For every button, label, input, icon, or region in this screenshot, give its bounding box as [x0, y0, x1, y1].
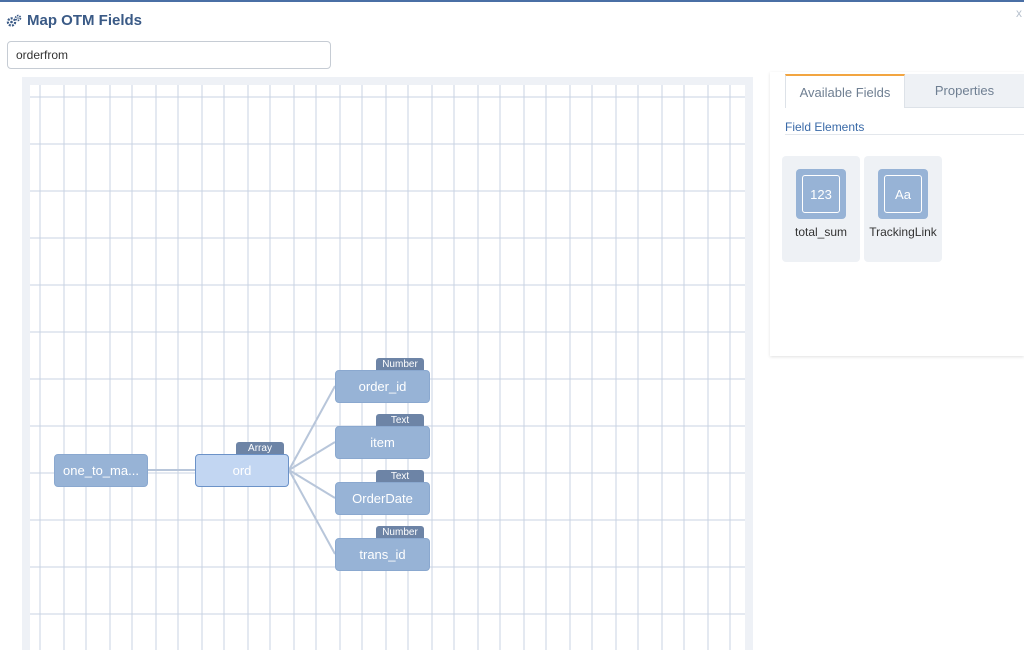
tab-available-fields[interactable]: Available Fields [785, 74, 905, 108]
child-node-trans-id[interactable]: trans_id [335, 538, 430, 571]
tab-properties[interactable]: Properties [905, 74, 1024, 108]
section-title: Field Elements [785, 120, 865, 134]
array-node-type-tag: Array [236, 442, 284, 455]
tab-label: Properties [934, 83, 995, 98]
child-node-item[interactable]: item [335, 426, 430, 459]
child-node-order-id[interactable]: order_id [335, 370, 430, 403]
child-node-type-tag: Text [376, 470, 424, 483]
close-icon[interactable]: x [1016, 6, 1022, 20]
connector-array-to-child [288, 469, 336, 499]
connector-array-to-child [288, 385, 336, 471]
side-panel: Available Fields Properties Field Elemen… [770, 72, 1024, 356]
section-divider [785, 134, 1024, 135]
child-node-type-tag: Number [376, 358, 424, 371]
root-node[interactable]: one_to_ma... [54, 454, 148, 487]
child-node-label: OrderDate [352, 491, 413, 506]
text-icon: Aa [878, 169, 928, 219]
field-label: TrackingLink [869, 225, 937, 239]
dialog-title: Map OTM Fields [27, 12, 143, 29]
child-node-label: order_id [358, 379, 407, 394]
window-top-border [0, 0, 1024, 2]
field-card-total-sum[interactable]: 123 total_sum [782, 156, 860, 262]
field-label: total_sum [794, 225, 848, 239]
root-node-label: one_to_ma... [63, 463, 139, 478]
search-input[interactable] [7, 41, 331, 69]
text-icon-glyph: Aa [884, 175, 922, 213]
child-node-type-tag: Number [376, 526, 424, 539]
field-card-trackinglink[interactable]: Aa TrackingLink [864, 156, 942, 262]
child-node-orderdate[interactable]: OrderDate [335, 482, 430, 515]
tab-label: Available Fields [799, 84, 891, 100]
dialog-header: Map OTM Fields [6, 12, 142, 29]
connector-array-to-child [288, 441, 336, 471]
connector-array-to-child [288, 469, 336, 555]
child-node-type-tag: Text [376, 414, 424, 427]
connector-lines [148, 385, 336, 555]
child-node-label: trans_id [359, 547, 406, 562]
number-icon: 123 [796, 169, 846, 219]
child-node-label: item [370, 435, 395, 450]
mapping-canvas[interactable]: one_to_ma... Array ord Number order_id T… [22, 77, 753, 650]
array-node-label: ord [232, 463, 252, 478]
array-node-ord[interactable]: ord [195, 454, 289, 487]
cogs-icon [6, 14, 22, 28]
number-icon-glyph: 123 [802, 175, 840, 213]
grid-lines [30, 85, 745, 650]
